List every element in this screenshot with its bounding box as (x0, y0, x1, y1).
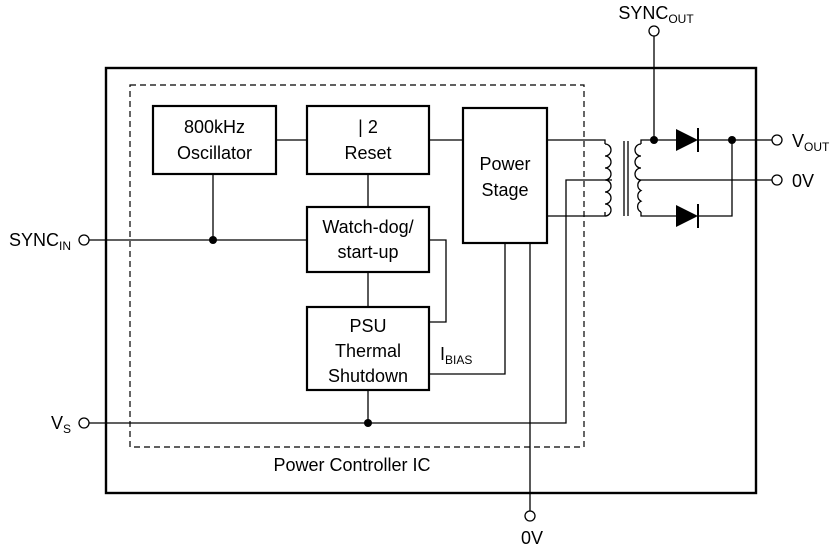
lower-diode (676, 204, 699, 228)
psu-label-1: PSU (349, 316, 386, 336)
zero-v-right-terminal (771, 174, 783, 186)
ic-outline (104, 66, 758, 495)
junction-dots (209, 136, 736, 427)
reset-label-2: Reset (344, 143, 391, 163)
watchdog-label-2: start-up (337, 242, 398, 262)
reset-block: | 2 Reset (305, 104, 431, 176)
oscillator-label-1: 800kHz (184, 117, 245, 137)
sync-out-terminal (648, 25, 660, 37)
oscillator-block: 800kHz Oscillator (151, 104, 278, 176)
watchdog-block: Watch-dog/ start-up (305, 205, 431, 274)
sync-out-label: SYNCOUT (618, 3, 694, 26)
vout-label: VOUT (792, 131, 830, 154)
sync-in-label: SYNCIN (9, 230, 71, 253)
transformer (604, 141, 643, 217)
power-stage-block: Power Stage (461, 106, 549, 245)
pin-terminals (78, 25, 783, 522)
zero-v-bottom-terminal (524, 510, 536, 522)
vs-terminal (78, 417, 90, 429)
controller-dashed-outline (129, 84, 585, 448)
watchdog-label-1: Watch-dog/ (322, 217, 413, 237)
upper-diode (676, 128, 699, 152)
psu-label-2: Thermal (335, 341, 401, 361)
vout-terminal (771, 134, 783, 146)
wires (89, 36, 772, 511)
power-stage-label-2: Stage (481, 180, 528, 200)
power-stage-label-1: Power (479, 154, 530, 174)
ibias-label: IBIAS (440, 344, 472, 367)
psu-thermal-block: PSU Thermal Shutdown (305, 305, 431, 392)
vs-label: VS (51, 413, 71, 436)
oscillator-label-2: Oscillator (177, 143, 252, 163)
reset-label-1: | 2 (358, 117, 378, 137)
zero-v-bottom-label: 0V (521, 528, 543, 548)
zero-v-right-label: 0V (792, 171, 814, 191)
psu-label-3: Shutdown (328, 366, 408, 386)
sync-in-terminal (78, 234, 90, 246)
power-controller-ic-label: Power Controller IC (273, 455, 430, 475)
